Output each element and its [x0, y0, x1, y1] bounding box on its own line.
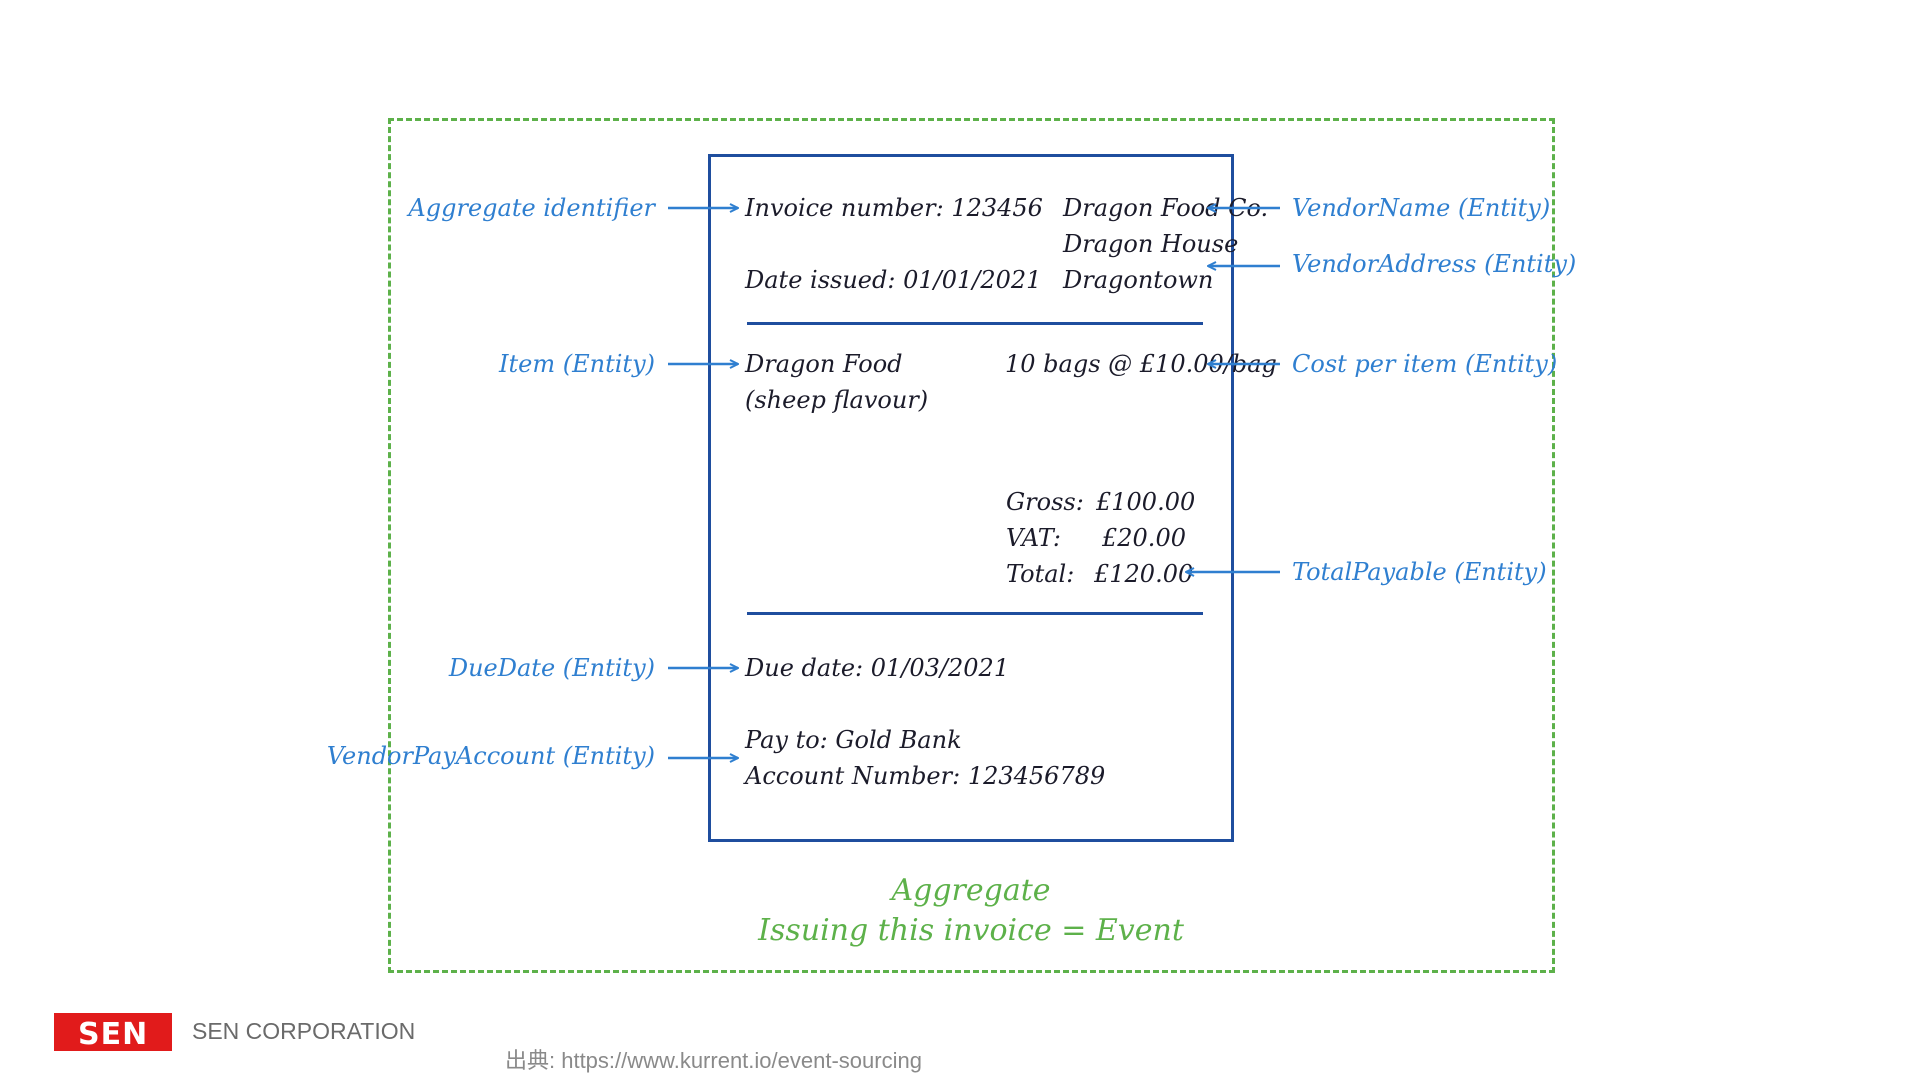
annotation-due-date: DueDate (Entity) [448, 654, 655, 682]
invoice-document [708, 154, 1234, 842]
item-detail: (sheep flavour) [745, 386, 929, 414]
annotation-total-payable: TotalPayable (Entity) [1292, 558, 1547, 586]
annotation-vendor-address: VendorAddress (Entity) [1292, 250, 1577, 278]
invoice-divider-top [747, 322, 1203, 325]
sen-logo-text: SEN [78, 1017, 149, 1052]
invoice-divider-bottom [747, 612, 1203, 615]
annotation-vendor-pay-account: VendorPayAccount (Entity) [326, 742, 655, 770]
vat-value: £20.00 [1102, 524, 1186, 552]
vendor-address-line1: Dragon House [1063, 230, 1239, 258]
gross-value: £100.00 [1096, 488, 1196, 516]
date-issued: Date issued: 01/01/2021 [745, 266, 1042, 294]
gross-label: Gross: [1006, 488, 1084, 516]
annotation-aggregate-identifier: Aggregate identifier [408, 194, 655, 222]
aggregate-caption-event: Issuing this invoice = Event [758, 913, 1184, 948]
total-label: Total: [1006, 560, 1075, 588]
pay-to: Pay to: Gold Bank [745, 726, 962, 754]
aggregate-caption-title: Aggregate [891, 873, 1051, 908]
aggregate-boundary [388, 118, 1555, 973]
invoice-number: Invoice number: 123456 [745, 194, 1043, 222]
total-value: £120.00 [1094, 560, 1194, 588]
annotation-item: Item (Entity) [499, 350, 655, 378]
vendor-address-line2: Dragontown [1063, 266, 1214, 294]
account-number: Account Number: 123456789 [745, 762, 1106, 790]
due-date: Due date: 01/03/2021 [745, 654, 1010, 682]
annotation-cost-per-item: Cost per item (Entity) [1292, 350, 1558, 378]
source-citation: 出典: https://www.kurrent.io/event-sourcin… [505, 1048, 922, 1073]
item-name: Dragon Food [745, 350, 903, 378]
brand-name: SEN CORPORATION [192, 1018, 416, 1044]
sen-logo [54, 1013, 172, 1051]
annotation-vendor-name: VendorName (Entity) [1292, 194, 1551, 222]
vat-label: VAT: [1006, 524, 1061, 552]
